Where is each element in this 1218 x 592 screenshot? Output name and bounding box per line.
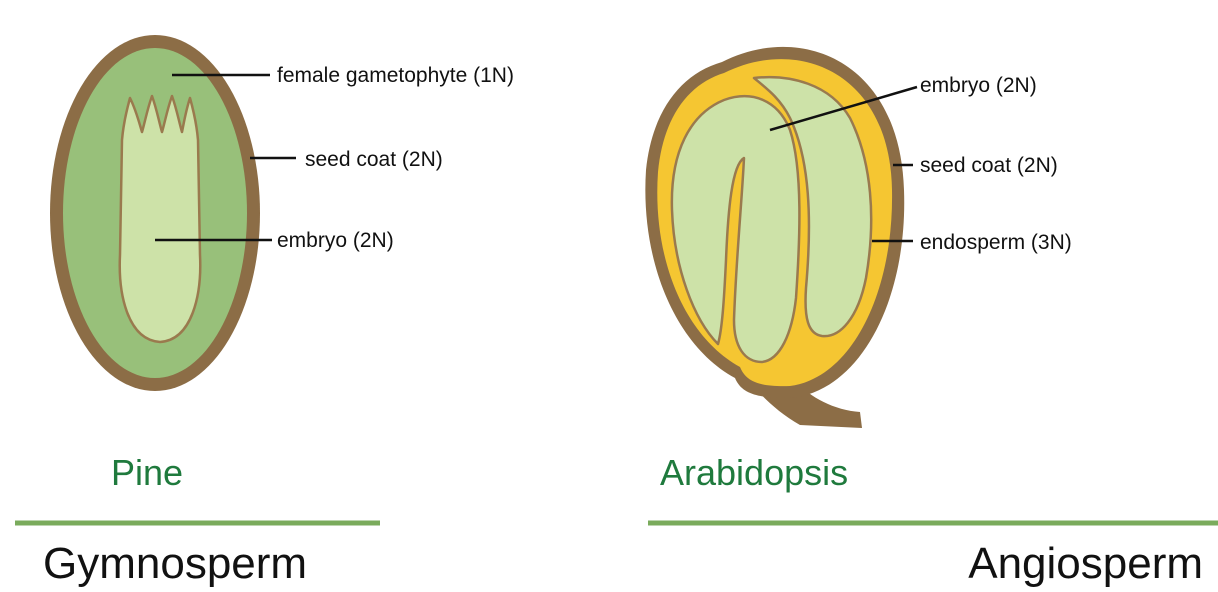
- pine-seed: [50, 35, 260, 391]
- pine-embryo: [118, 94, 202, 344]
- species-name-pine: Pine: [111, 452, 183, 493]
- arabidopsis-seed: [645, 46, 905, 428]
- label-arabidopsis-embryo: embryo (2N): [920, 74, 1037, 97]
- label-arabidopsis-endosperm: endosperm (3N): [920, 231, 1072, 254]
- leader-arabidopsis-embryo: [769, 85, 918, 132]
- species-name-arabidopsis: Arabidopsis: [660, 452, 848, 493]
- label-pine-seed-coat: seed coat (2N): [305, 148, 443, 171]
- label-arabidopsis-seed-coat: seed coat (2N): [920, 154, 1058, 177]
- arabidopsis-embryo: [670, 76, 873, 364]
- label-pine-embryo: embryo (2N): [277, 229, 394, 252]
- category-gymnosperm: Gymnosperm: [43, 539, 307, 588]
- label-female-gametophyte: female gametophyte (1N): [277, 64, 514, 87]
- category-angiosperm: Angiosperm: [968, 539, 1203, 588]
